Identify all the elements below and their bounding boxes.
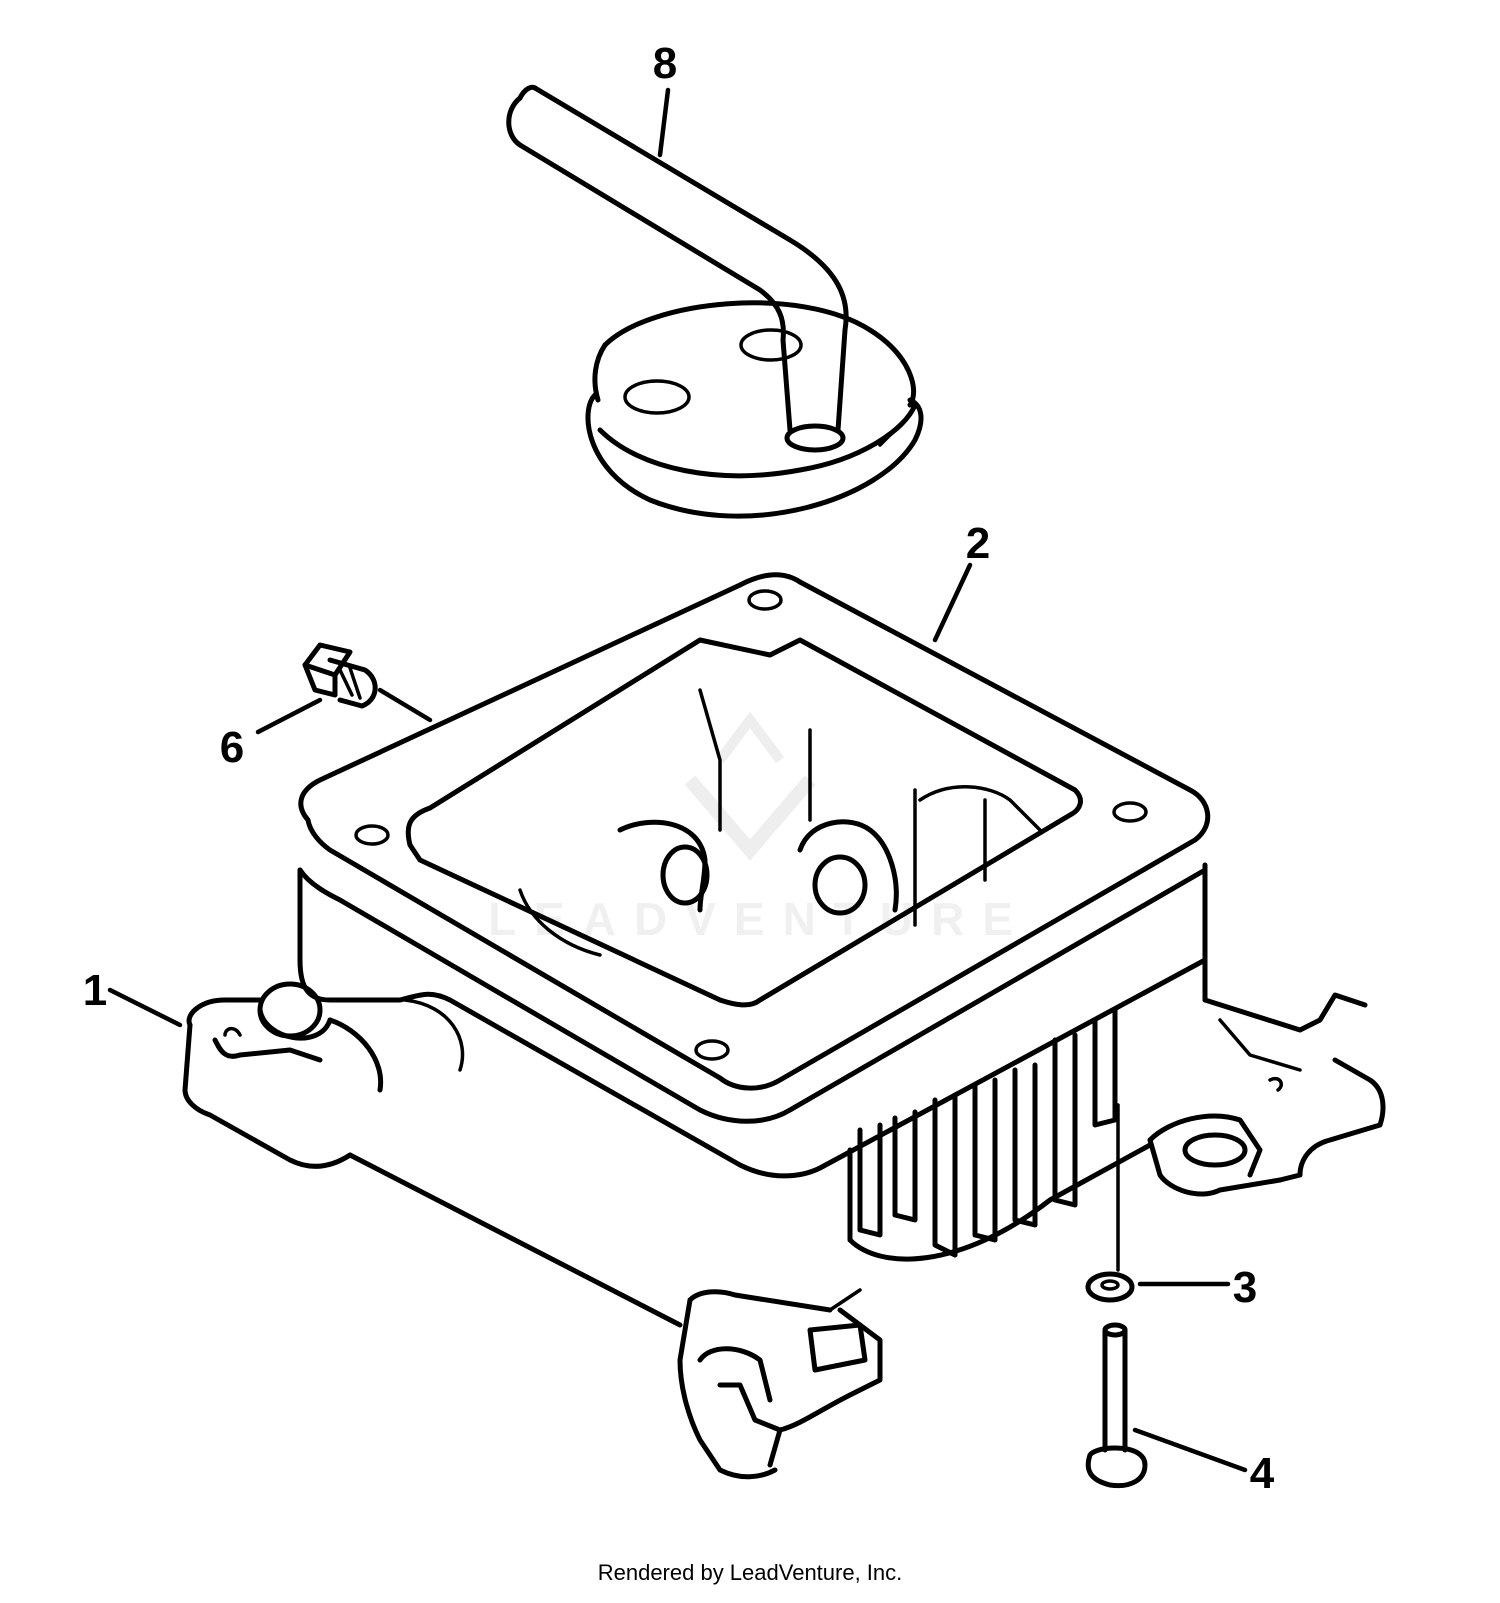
leader-lines [107,87,1248,1473]
callout-6: 6 [220,723,244,772]
footer-credit: Rendered by LeadVenture, Inc. [597,1560,903,1585]
crankcase-base[interactable] [182,688,1386,1480]
callout-2: 2 [966,519,990,568]
callout-labels: 8 2 6 1 3 4 [83,39,1275,1498]
callout-1: 1 [83,966,107,1015]
watermark-text: LEADVENTURE [488,893,1031,945]
callout-3: 3 [1233,1263,1257,1312]
bolt[interactable] [1085,1322,1148,1489]
watermark: LEADVENTURE [488,711,1031,945]
lock-washer[interactable] [1085,1271,1135,1303]
callout-4: 4 [1250,1449,1275,1498]
gasket[interactable] [298,572,1211,1091]
plug[interactable] [302,642,378,709]
callout-8: 8 [653,39,677,88]
breather-tube-assembly[interactable] [506,84,924,519]
